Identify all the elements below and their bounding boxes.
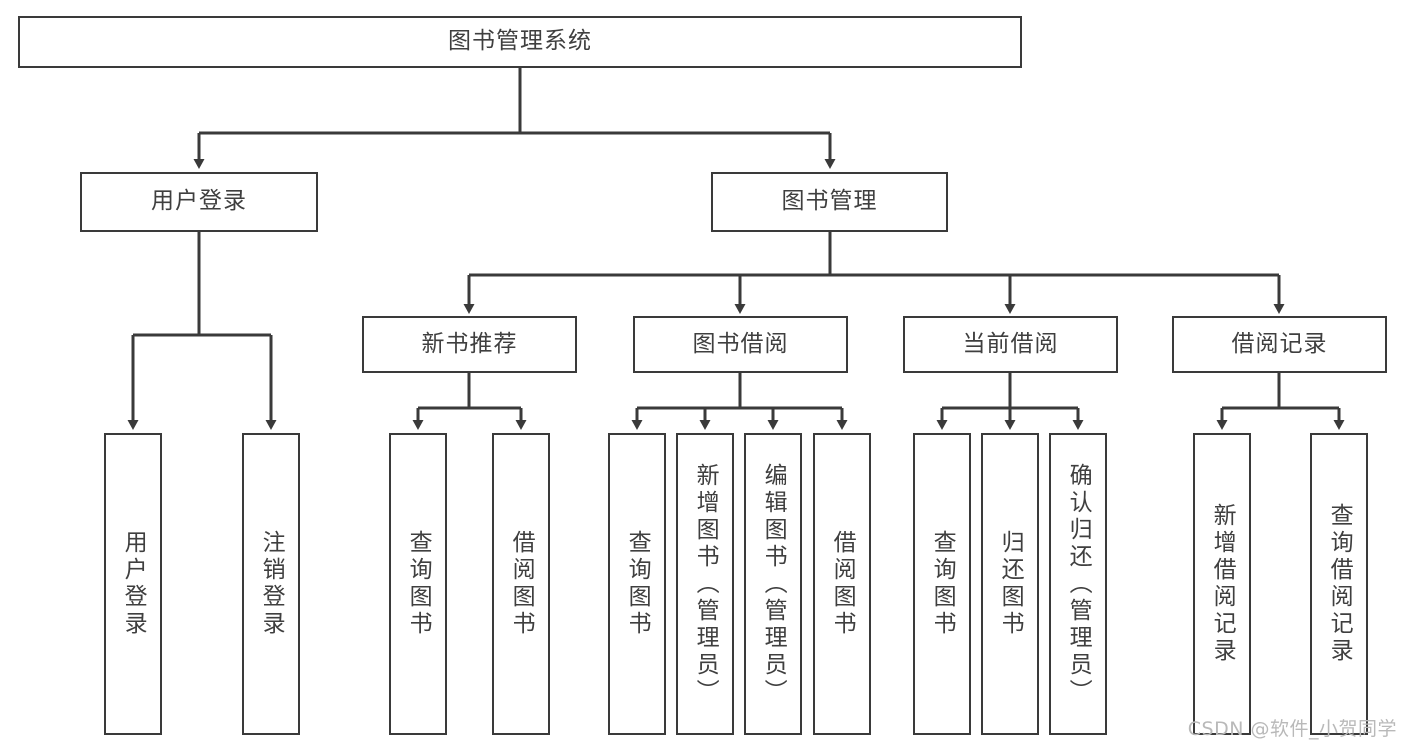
node-label: 图书管理系统 <box>448 28 592 55</box>
leaf-query-borrow-record[interactable]: 查询借阅记录 <box>1310 433 1368 735</box>
node-label: 图书管理 <box>781 188 878 215</box>
node-user-login[interactable]: 用户登录 <box>80 172 318 232</box>
node-label: 用户登录 <box>120 530 147 638</box>
node-label: 借阅图书 <box>829 530 856 638</box>
node-current-borrow[interactable]: 当前借阅 <box>903 316 1118 373</box>
leaf-user-login[interactable]: 用户登录 <box>104 433 162 735</box>
node-label: 借阅图书 <box>508 530 535 638</box>
node-label: 新增借阅记录 <box>1209 503 1236 665</box>
node-new-book-recommend[interactable]: 新书推荐 <box>362 316 577 373</box>
leaf-query-book-borrow[interactable]: 查询图书 <box>608 433 666 735</box>
node-label: 查询图书 <box>929 530 956 638</box>
node-book-borrow[interactable]: 图书借阅 <box>633 316 848 373</box>
node-label: 用户登录 <box>151 188 247 215</box>
node-label: 借阅记录 <box>1231 330 1328 357</box>
node-label: 新增图书（管理员） <box>692 462 719 706</box>
csdn-watermark: CSDN @软件_小贺同学 <box>1187 718 1397 740</box>
leaf-edit-book-admin[interactable]: 编辑图书（管理员） <box>744 433 802 735</box>
node-label: 查询图书 <box>624 530 651 638</box>
leaf-add-book-admin[interactable]: 新增图书（管理员） <box>676 433 734 735</box>
node-label: 确认归还（管理员） <box>1065 462 1092 706</box>
leaf-borrow-book-recommend[interactable]: 借阅图书 <box>492 433 550 735</box>
node-label: 编辑图书（管理员） <box>760 462 787 706</box>
node-label: 注销登录 <box>258 530 285 638</box>
node-borrow-record[interactable]: 借阅记录 <box>1172 316 1387 373</box>
leaf-borrow-book[interactable]: 借阅图书 <box>813 433 871 735</box>
node-label: 当前借阅 <box>962 330 1059 357</box>
leaf-return-book[interactable]: 归还图书 <box>981 433 1039 735</box>
leaf-add-borrow-record[interactable]: 新增借阅记录 <box>1193 433 1251 735</box>
leaf-query-book-recommend[interactable]: 查询图书 <box>389 433 447 735</box>
leaf-confirm-return-admin[interactable]: 确认归还（管理员） <box>1049 433 1107 735</box>
node-book-management[interactable]: 图书管理 <box>711 172 948 232</box>
leaf-logout[interactable]: 注销登录 <box>242 433 300 735</box>
node-label: 查询图书 <box>405 530 432 638</box>
node-label: 归还图书 <box>997 530 1024 638</box>
leaf-query-book-current[interactable]: 查询图书 <box>913 433 971 735</box>
node-root-system[interactable]: 图书管理系统 <box>18 16 1022 68</box>
node-label: 查询借阅记录 <box>1326 503 1353 665</box>
node-label: 图书借阅 <box>692 330 789 357</box>
node-label: 新书推荐 <box>421 330 518 357</box>
